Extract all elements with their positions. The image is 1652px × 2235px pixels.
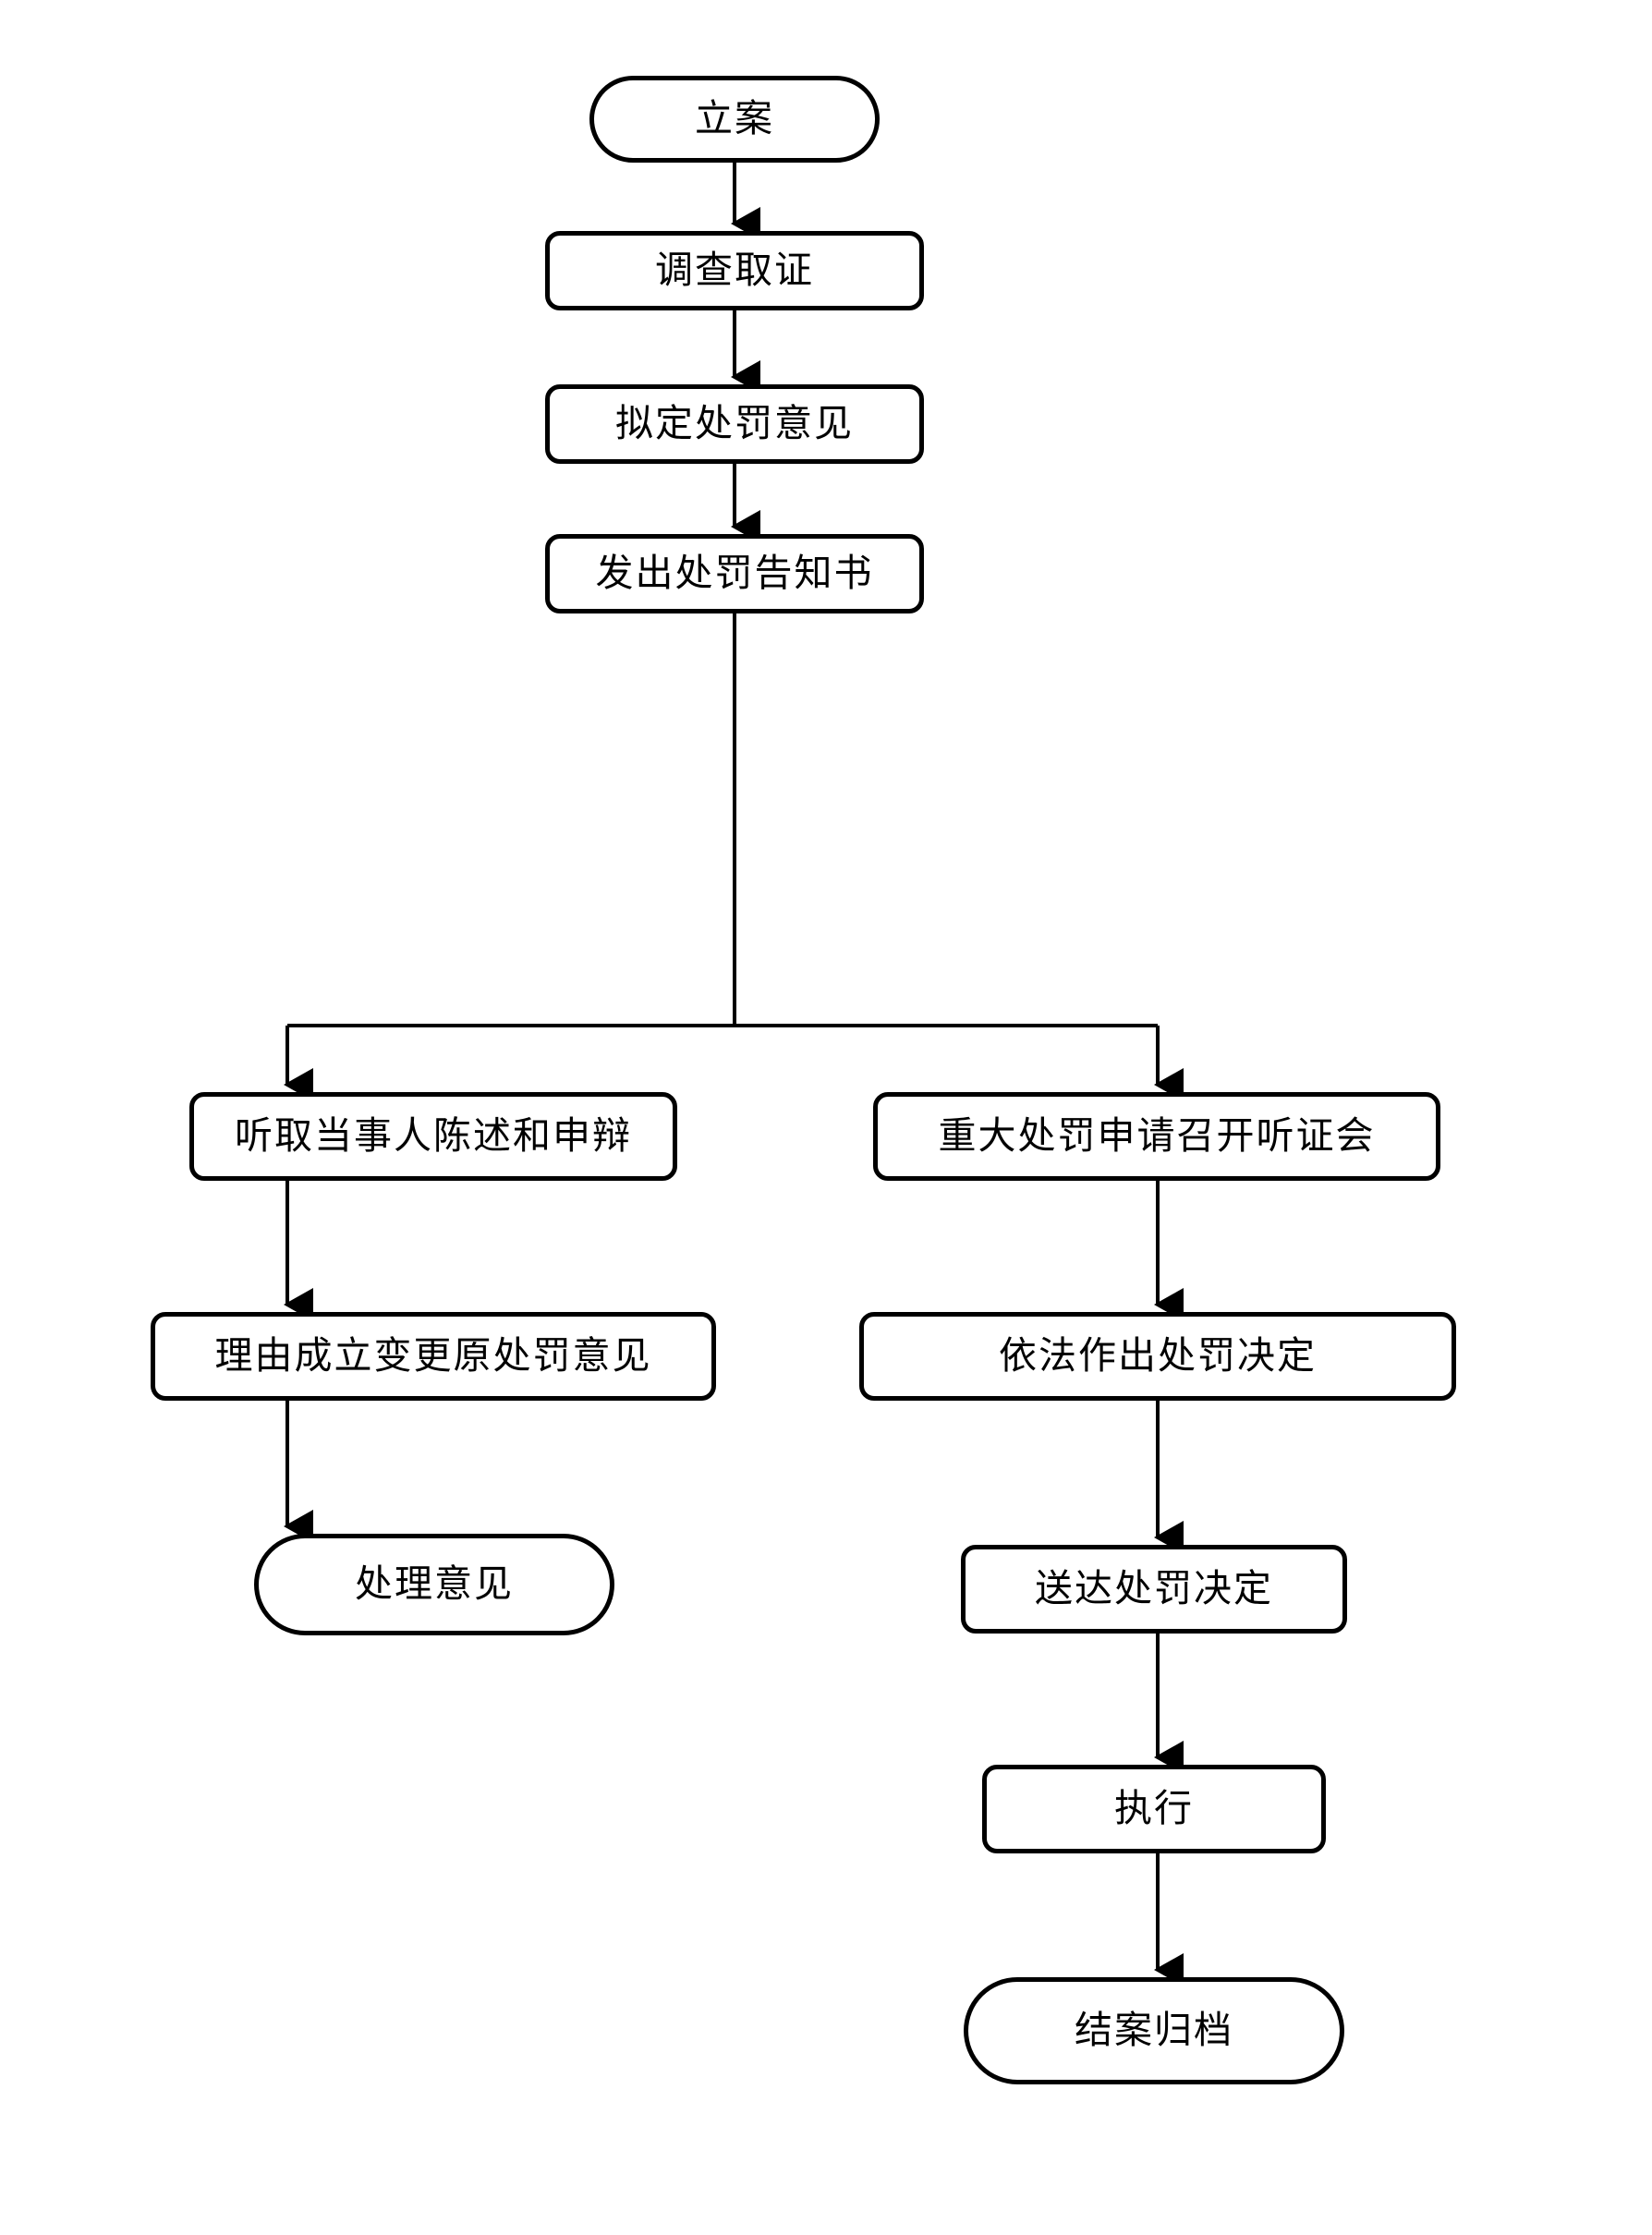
node-label: 调查取证 (655, 248, 814, 293)
node-label: 送达处罚决定 (1035, 1566, 1273, 1611)
node-label: 听取当事人陈述和申辩 (235, 1113, 632, 1159)
node-draft-penalty-opinion[interactable]: 拟定处罚意见 (545, 384, 924, 464)
node-execution[interactable]: 执行 (982, 1765, 1326, 1853)
node-label: 发出处罚告知书 (595, 551, 874, 596)
node-investigation-evidence[interactable]: 调查取证 (545, 231, 924, 310)
node-label: 重大处罚申请召开听证会 (938, 1113, 1376, 1159)
node-handling-opinion[interactable]: 处理意见 (254, 1534, 614, 1635)
node-major-penalty-hearing-request[interactable]: 重大处罚申请召开听证会 (873, 1092, 1440, 1181)
node-label: 拟定处罚意见 (615, 401, 854, 446)
node-hear-party-statement-defense[interactable]: 听取当事人陈述和申辩 (189, 1092, 677, 1181)
node-label: 依法作出处罚决定 (999, 1333, 1317, 1379)
node-label: 结案归档 (1075, 2008, 1233, 2053)
node-label: 立案 (695, 96, 774, 141)
node-serve-penalty-decision[interactable]: 送达处罚决定 (961, 1545, 1347, 1634)
node-case-filing[interactable]: 立案 (589, 76, 880, 163)
node-close-case-archive[interactable]: 结案归档 (964, 1977, 1344, 2084)
node-make-penalty-decision[interactable]: 依法作出处罚决定 (859, 1312, 1456, 1401)
node-issue-penalty-notice[interactable]: 发出处罚告知书 (545, 534, 924, 613)
node-label: 处理意见 (355, 1561, 514, 1607)
node-valid-reason-amend-opinion[interactable]: 理由成立变更原处罚意见 (151, 1312, 716, 1401)
node-label: 执行 (1114, 1786, 1194, 1831)
node-label: 理由成立变更原处罚意见 (214, 1333, 652, 1379)
